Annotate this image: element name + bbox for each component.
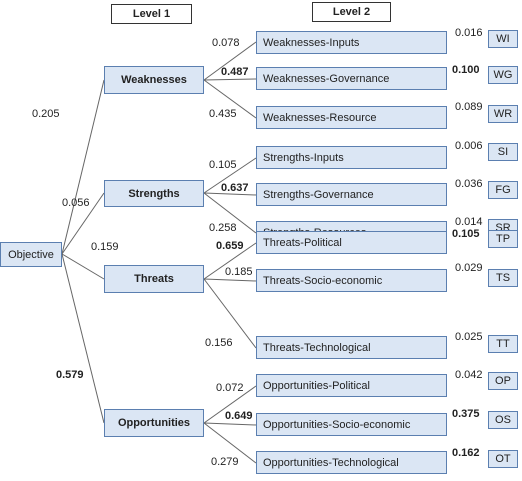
weight-weaknesses: 0.205 bbox=[32, 108, 60, 120]
weight-threats-political: 0.659 bbox=[216, 240, 244, 252]
node-weaknesses-inputs: Weaknesses-Inputs bbox=[256, 31, 447, 54]
weight-strengths-inputs: 0.105 bbox=[209, 159, 237, 171]
node-threats-technological: Threats-Technological bbox=[256, 336, 447, 359]
code-os: OS bbox=[488, 411, 518, 429]
node-weaknesses-resource: Weaknesses-Resource bbox=[256, 106, 447, 129]
global-ts: 0.029 bbox=[455, 262, 483, 274]
weight-strengths-resources: 0.258 bbox=[209, 222, 237, 234]
code-ot: OT bbox=[488, 450, 518, 468]
global-tp: 0.105 bbox=[452, 228, 480, 240]
code-op: OP bbox=[488, 372, 518, 390]
code-wr: WR bbox=[488, 105, 518, 123]
weight-opportunities-technological: 0.279 bbox=[211, 456, 239, 468]
code-tt: TT bbox=[488, 335, 518, 353]
weight-opportunities: 0.579 bbox=[56, 369, 84, 381]
weight-weaknesses-governance: 0.487 bbox=[221, 66, 249, 78]
node-threats-socio-economic: Threats-Socio-economic bbox=[256, 269, 447, 292]
global-wr: 0.089 bbox=[455, 101, 483, 113]
weight-opportunities-political: 0.072 bbox=[216, 382, 244, 394]
node-opportunities: Opportunities bbox=[104, 409, 204, 437]
node-strengths: Strengths bbox=[104, 180, 204, 207]
code-fg: FG bbox=[488, 181, 518, 199]
global-si: 0.006 bbox=[455, 140, 483, 152]
node-threats-political: Threats-Political bbox=[256, 231, 447, 254]
global-tt: 0.025 bbox=[455, 331, 483, 343]
weight-opportunities-socio-economic: 0.649 bbox=[225, 410, 253, 422]
global-op: 0.042 bbox=[455, 369, 483, 381]
weight-strengths-governance: 0.637 bbox=[221, 182, 249, 194]
code-si: SI bbox=[488, 143, 518, 161]
weight-weaknesses-resource: 0.435 bbox=[209, 108, 237, 120]
global-sr: 0.014 bbox=[455, 216, 483, 228]
global-wi: 0.016 bbox=[455, 27, 483, 39]
node-opportunities-political: Opportunities-Political bbox=[256, 374, 447, 397]
code-ts: TS bbox=[488, 269, 518, 287]
weight-strengths: 0.056 bbox=[62, 197, 90, 209]
weight-weaknesses-inputs: 0.078 bbox=[212, 37, 240, 49]
weight-threats: 0.159 bbox=[91, 241, 119, 253]
node-strengths-governance: Strengths-Governance bbox=[256, 183, 447, 206]
node-strengths-inputs: Strengths-Inputs bbox=[256, 146, 447, 169]
weight-threats-technological: 0.156 bbox=[205, 337, 233, 349]
node-weaknesses: Weaknesses bbox=[104, 66, 204, 94]
node-opportunities-technological: Opportunities-Technological bbox=[256, 451, 447, 474]
node-threats: Threats bbox=[104, 265, 204, 293]
code-tp: TP bbox=[488, 230, 518, 248]
level2-header: Level 2 bbox=[312, 2, 391, 22]
node-weaknesses-governance: Weaknesses-Governance bbox=[256, 67, 447, 90]
global-wg: 0.100 bbox=[452, 64, 480, 76]
global-os: 0.375 bbox=[452, 408, 480, 420]
weight-threats-socio-economic: 0.185 bbox=[225, 266, 253, 278]
level1-header: Level 1 bbox=[111, 4, 192, 24]
global-ot: 0.162 bbox=[452, 447, 480, 459]
global-fg: 0.036 bbox=[455, 178, 483, 190]
node-opportunities-socio-economic: Opportunities-Socio-economic bbox=[256, 413, 447, 436]
objective-node: Objective bbox=[0, 242, 62, 267]
code-wi: WI bbox=[488, 30, 518, 48]
code-wg: WG bbox=[488, 66, 518, 84]
